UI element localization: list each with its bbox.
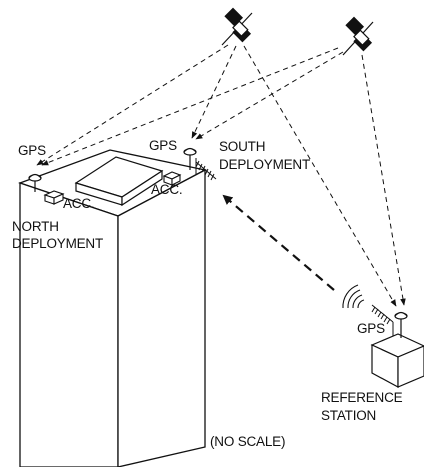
satellite-icon — [342, 16, 374, 56]
signal-sat2-reference — [361, 54, 406, 306]
scale-note: (NO SCALE) — [210, 434, 286, 449]
reference-station-label-line1: REFERENCE — [321, 390, 403, 405]
signal-sat1-south — [191, 45, 237, 139]
rooftop-equipment-box — [74, 156, 164, 207]
radio-antenna-icon — [371, 304, 394, 336]
radio-antenna-icon — [195, 158, 217, 181]
north-deployment-label-line2: DEPLOYMENT — [12, 236, 104, 251]
gps-reference-label: GPS — [357, 321, 385, 336]
signal-sat1-reference — [243, 45, 397, 307]
gps-south-label: GPS — [149, 138, 177, 153]
reference-station-box — [370, 333, 424, 389]
gps-antenna-icon — [183, 147, 197, 170]
satellite-signals — [36, 44, 406, 307]
building-left-face — [19, 182, 119, 467]
reference-station-label-line2: STATION — [321, 408, 377, 423]
radio-link-arrow — [222, 194, 335, 291]
radio-waves-icon — [342, 284, 365, 309]
signal-sat1-north — [36, 44, 229, 166]
north-accelerometer — [43, 190, 65, 205]
signal-sat2-south — [195, 51, 344, 140]
gps-antenna-icon — [28, 173, 42, 192]
acc-north-label: ACC. — [63, 196, 95, 211]
building-right-face — [117, 168, 206, 467]
signal-sat2-north — [41, 47, 339, 166]
south-accelerometer — [162, 171, 182, 186]
gps-north-label: GPS — [18, 143, 46, 158]
south-deployment-label-line1: SOUTH — [219, 139, 266, 154]
acc-south-label: ACC. — [151, 182, 183, 197]
gps-antenna-icon — [394, 311, 408, 338]
north-deployment-label-line1: NORTH — [12, 219, 59, 234]
building — [18, 149, 207, 467]
south-deployment-label-line2: DEPLOYMENT — [219, 157, 311, 172]
satellite-icon — [221, 7, 253, 46]
